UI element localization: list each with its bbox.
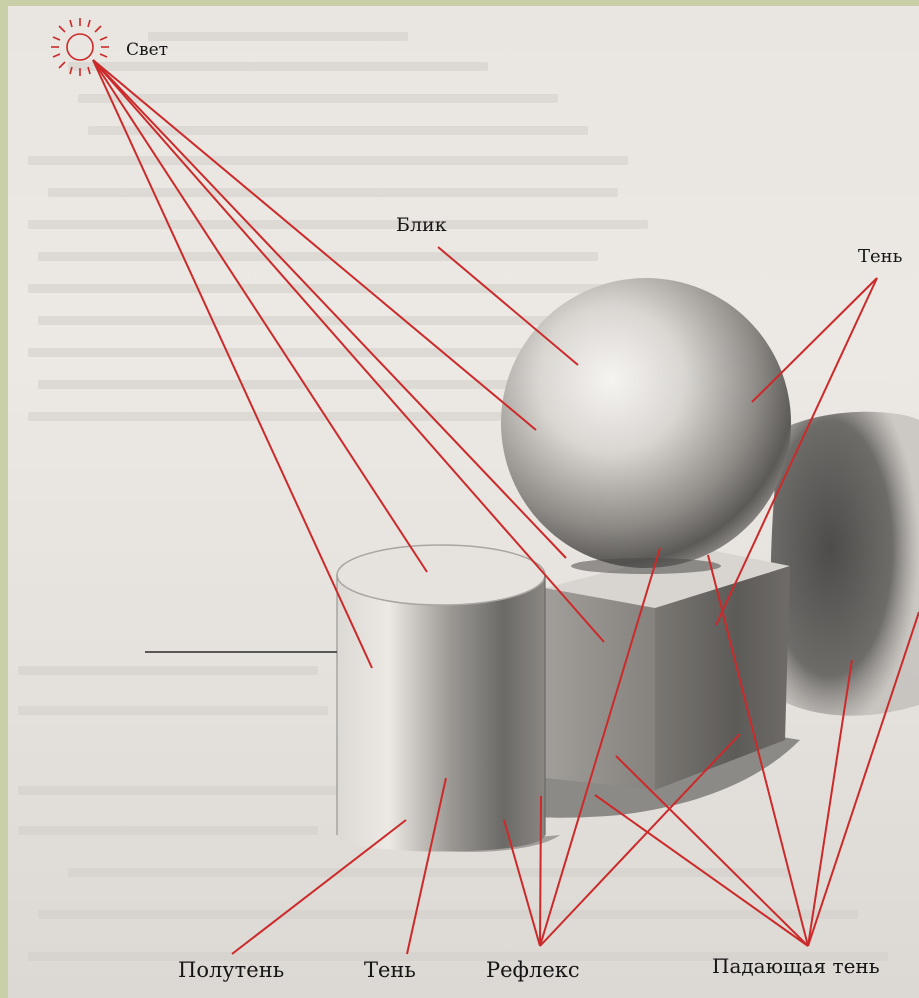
label-cast-shadow: Падающая тень bbox=[712, 956, 880, 976]
label-highlight: Блик bbox=[396, 216, 447, 235]
pointer-reflex bbox=[540, 796, 541, 946]
sphere bbox=[501, 278, 791, 568]
ray-line bbox=[93, 60, 536, 430]
label-shadow-right: Тень bbox=[858, 248, 902, 266]
pointer-shadow-sphere bbox=[752, 278, 877, 402]
pointer-halftone bbox=[232, 820, 406, 954]
pointer-highlight bbox=[438, 247, 578, 365]
ray-line bbox=[93, 60, 372, 668]
sphere-contact-shadow bbox=[571, 558, 721, 574]
cylinder-body bbox=[337, 575, 545, 852]
cylinder-top bbox=[337, 545, 545, 605]
label-reflex: Рефлекс bbox=[486, 960, 580, 981]
label-shadow-bottom: Тень bbox=[364, 960, 416, 981]
ray-line bbox=[93, 60, 427, 572]
label-halftone: Полутень bbox=[178, 960, 284, 981]
label-light: Свет bbox=[126, 42, 168, 59]
ray-line bbox=[93, 60, 566, 558]
